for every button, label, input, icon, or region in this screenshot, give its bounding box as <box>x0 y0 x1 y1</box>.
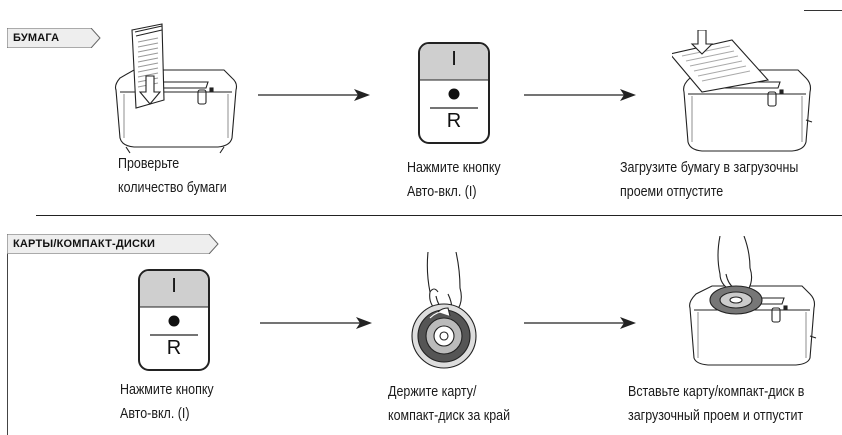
section-tag-cards-label: КАРТЫ/КОМПАКТ-ДИСКИ <box>13 238 156 250</box>
section-divider <box>36 215 842 216</box>
section-tag-paper: БУМАГА <box>7 28 107 48</box>
tag-arrow-shape <box>7 234 219 254</box>
caption-line: Загрузите бумагу в загрузочны <box>620 160 799 176</box>
tag-arrow-shape <box>7 28 101 48</box>
arrow-right-icon <box>260 317 372 329</box>
caption-line: Проверьте <box>118 156 180 172</box>
step-caption-hold-disc: Держите карту/ компакт-диск за край <box>388 380 510 428</box>
hand-holding-disc-illustration <box>411 252 477 369</box>
caption-line: Авто-вкл. (I) <box>120 406 190 422</box>
shredder-insert-disc-illustration <box>689 236 817 366</box>
caption-line: проеми отпустите <box>620 184 724 200</box>
caption-line: компакт-диск за край <box>388 408 511 424</box>
caption-line: загрузочный проем и отпустит <box>628 408 804 424</box>
step-caption-check-paper: Проверьте количество бумаги <box>118 152 227 200</box>
caption-line: Нажмите кнопку <box>120 382 214 398</box>
arrow-right-icon <box>258 89 370 101</box>
step-caption-insert-disc: Вставьте карту/компакт-диск в загрузочны… <box>628 380 804 428</box>
step-caption-insert-disc-clip: Вставьте карту/компакт-диск в загрузочны… <box>628 380 842 434</box>
caption-line: Держите карту/ <box>388 384 477 400</box>
step-caption-load-paper: Загрузите бумагу в загрузочны проеми отп… <box>620 156 798 204</box>
shredder-paper-check-illustration <box>114 23 238 154</box>
section-tag-paper-label: БУМАГА <box>13 32 60 44</box>
arrow-right-icon <box>524 89 636 101</box>
caption-line: Нажмите кнопку <box>407 160 501 176</box>
step-caption-press-button: Нажмите кнопку Авто-вкл. (I) <box>407 156 501 204</box>
step-caption-press-button-2: Нажмите кнопку Авто-вкл. (I) <box>120 378 214 426</box>
shredder-load-paper-illustration <box>672 30 813 152</box>
switch-on-label: I <box>451 48 457 70</box>
arrow-right-icon <box>524 317 636 329</box>
step-caption-load-paper-clip: Загрузите бумагу в загрузочны проеми отп… <box>620 156 842 212</box>
left-margin-line <box>7 254 8 435</box>
caption-line: количество бумаги <box>118 180 227 196</box>
section-tag-cards-discs: КАРТЫ/КОМПАКТ-ДИСКИ <box>7 234 225 254</box>
switch-reverse-label: R <box>166 337 182 359</box>
top-edge-line <box>804 10 842 11</box>
power-switch-icon <box>418 42 490 144</box>
switch-on-label: I <box>171 275 177 297</box>
power-switch-icon <box>138 269 210 371</box>
switch-reverse-label: R <box>446 110 462 132</box>
caption-line: Авто-вкл. (I) <box>407 184 477 200</box>
caption-line: Вставьте карту/компакт-диск в <box>628 384 805 400</box>
